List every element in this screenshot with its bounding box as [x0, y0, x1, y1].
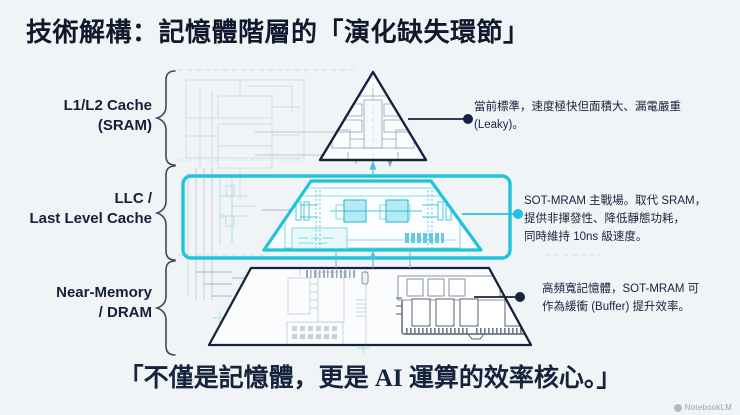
tier-label-llc: LLC / Last Level Cache: [0, 189, 152, 228]
annotation-middle-llc: SOT-MRAM 主戰場。取代 SRAM， 提供非揮發性、降低靜態功耗， 同時維…: [524, 193, 734, 246]
annotation-bottom-dram: 高頻寬記憶體，SOT-MRAM 可 作為緩衝 (Buffer) 提升效率。: [542, 281, 738, 317]
annotation-dot-middle: [513, 209, 523, 219]
pyramid-tier-middle: [262, 179, 483, 252]
annotation-line: 作為緩衝 (Buffer) 提升效率。: [542, 300, 691, 313]
annotation-line: SOT-MRAM 主戰場。取代 SRAM，: [524, 195, 707, 207]
notebooklm-watermark: NotebookLM: [673, 403, 732, 412]
annotation-line: 提供非揮發性、降低靜態功耗，: [524, 212, 685, 225]
tier-label-line: Near-Memory: [56, 284, 152, 301]
annotation-line: 同時維持 10ns 級速度。: [524, 230, 648, 243]
brace-middle: [154, 165, 176, 261]
tier-label-line: LLC /: [114, 190, 153, 207]
tier-label-line: / DRAM: [98, 303, 152, 321]
annotation-leader-bottom: [474, 292, 525, 302]
pyramid-tier-top: [318, 70, 428, 162]
annotation-dot-top: [463, 114, 473, 124]
annotation-line: 當前標準，速度極快但面積大、漏電嚴重: [474, 101, 681, 113]
annotation-leader-middle: [462, 209, 523, 219]
tier-label-line: (SRAM): [97, 116, 152, 134]
annotation-line: 高頻寬記憶體，SOT-MRAM 可: [542, 283, 700, 295]
brace-bottom: [154, 260, 176, 356]
tier-label-near-memory-dram: Near-Memory / DRAM: [0, 283, 152, 322]
page-title: 技術解構：記憶體階層的「演化缺失環節」: [26, 17, 530, 47]
watermark-label: NotebookLM: [684, 403, 732, 412]
tier-label-l1l2-cache: L1/L2 Cache (SRAM): [0, 96, 152, 135]
llc-highlight-frame: [181, 174, 512, 260]
brace-top: [154, 70, 176, 166]
tier-label-line: Last Level Cache: [29, 209, 152, 227]
annotation-leader-top: [408, 114, 473, 124]
tier-label-line: L1/L2 Cache: [63, 97, 152, 114]
annotation-top-sram: 當前標準，速度極快但面積大、漏電嚴重 (Leaky)。: [474, 99, 732, 135]
annotation-line: (Leaky)。: [474, 118, 524, 131]
notebooklm-logo-icon: [673, 403, 682, 412]
tier-brace-group: [154, 70, 176, 356]
footer-caption: 「不僅是記憶體，更是 AI 運算的效率核心。」: [118, 365, 622, 392]
annotation-dot-bottom: [515, 292, 525, 302]
